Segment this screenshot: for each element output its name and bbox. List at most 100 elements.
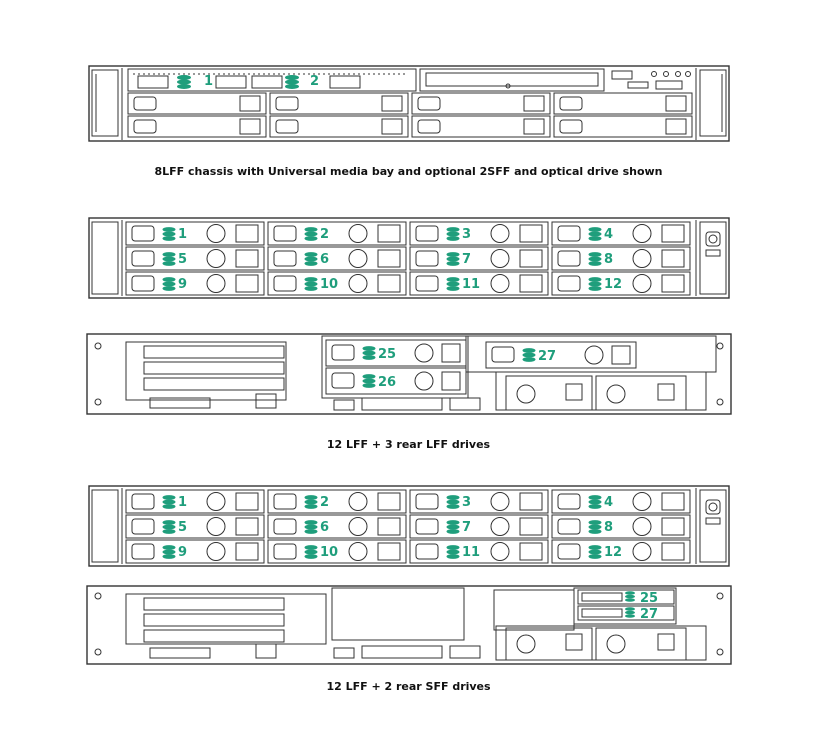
drive-bay[interactable] — [553, 115, 693, 138]
drive-stack-icon — [446, 252, 460, 266]
drive-stack-icon — [162, 227, 176, 241]
bay-label: 1 — [204, 74, 214, 89]
drive-stack-icon — [162, 495, 176, 509]
rear-drive-bay[interactable]: 26 — [325, 367, 467, 395]
bay-number: 3 — [462, 495, 471, 510]
drive-stack-icon — [588, 277, 602, 291]
drive-bay[interactable]: 2 — [267, 489, 407, 514]
drive-bay[interactable]: 6 — [267, 514, 407, 539]
power-button-icon[interactable] — [705, 499, 721, 515]
drive-bay[interactable]: 10 — [267, 539, 407, 564]
rear-drive-bay[interactable]: 27 — [577, 605, 675, 622]
drive-stack-icon — [285, 75, 299, 89]
drive-bay[interactable]: 5 — [125, 246, 265, 271]
drive-bay[interactable]: 4 — [551, 489, 691, 514]
bay-number: 4 — [604, 495, 613, 510]
drive-stack-icon — [588, 520, 602, 534]
drive-bay[interactable]: 9 — [125, 539, 265, 564]
bay-number: 11 — [462, 277, 480, 292]
drive-stack-icon — [304, 277, 318, 291]
drive-bay[interactable]: 3 — [409, 489, 549, 514]
power-button-icon[interactable] — [705, 231, 721, 247]
drive-bay[interactable]: 5 — [125, 514, 265, 539]
bay-number: 1 — [178, 495, 187, 510]
drive-stack-icon — [162, 545, 176, 559]
bay-number: 12 — [604, 545, 622, 560]
caption-rear-2sff: 12 LFF + 2 rear SFF drives — [326, 680, 491, 693]
bay-number: 5 — [178, 252, 187, 267]
drive-bay[interactable] — [411, 92, 551, 115]
drive-bay[interactable] — [269, 92, 409, 115]
bay-number: 4 — [604, 227, 613, 242]
chassis-rear-2sff — [86, 585, 732, 665]
rear-drive-bay[interactable]: 27 — [485, 341, 637, 369]
bay-number: 6 — [320, 252, 329, 267]
chassis-8lff-front — [88, 65, 730, 142]
caption-8lff: 8LFF chassis with Universal media bay an… — [154, 165, 663, 178]
drive-bay[interactable]: 11 — [409, 539, 549, 564]
drive-stack-icon — [446, 277, 460, 291]
bay-number: 10 — [320, 277, 338, 292]
drive-bay[interactable]: 3 — [409, 221, 549, 246]
drive-stack-icon — [588, 495, 602, 509]
bay-number: 8 — [604, 252, 613, 267]
drive-bay[interactable] — [127, 115, 267, 138]
bay-label: 2 — [310, 74, 320, 89]
drive-bay[interactable]: 8 — [551, 514, 691, 539]
drive-bay[interactable]: 11 — [409, 271, 549, 296]
drive-stack-icon — [304, 252, 318, 266]
drive-bay[interactable]: 8 — [551, 246, 691, 271]
drive-stack-icon — [446, 227, 460, 241]
drive-bay[interactable]: 12 — [551, 271, 691, 296]
drive-stack-icon — [177, 75, 191, 89]
bay-number: 26 — [378, 375, 396, 390]
rear-drive-bay[interactable]: 25 — [577, 589, 675, 606]
drive-stack-icon — [304, 495, 318, 509]
bay-number: 9 — [178, 545, 187, 560]
drive-stack-icon — [446, 545, 460, 559]
drive-stack-icon — [522, 348, 536, 362]
bay-number: 7 — [462, 520, 471, 535]
bay-number: 11 — [462, 545, 480, 560]
drive-bay[interactable]: 1 — [125, 221, 265, 246]
drive-bay[interactable]: 2 — [267, 221, 407, 246]
drive-bay[interactable]: 9 — [125, 271, 265, 296]
bay-number: 6 — [320, 520, 329, 535]
drive-stack-icon — [162, 520, 176, 534]
drive-stack-icon — [446, 495, 460, 509]
bay-number: 25 — [640, 591, 658, 606]
drive-stack-icon — [304, 520, 318, 534]
chassis-rear-3lff — [86, 333, 732, 415]
bay-number: 3 — [462, 227, 471, 242]
drive-bay[interactable] — [553, 92, 693, 115]
drive-bay[interactable]: 12 — [551, 539, 691, 564]
bay-number: 2 — [320, 495, 329, 510]
drive-stack-icon — [625, 607, 635, 618]
drive-stack-icon — [362, 346, 376, 360]
drive-bay[interactable]: 10 — [267, 271, 407, 296]
drive-bay[interactable]: 7 — [409, 246, 549, 271]
bay-number: 9 — [178, 277, 187, 292]
drive-stack-icon — [446, 520, 460, 534]
bay-number: 7 — [462, 252, 471, 267]
drive-stack-icon — [162, 277, 176, 291]
bay-number: 8 — [604, 520, 613, 535]
bay-number: 5 — [178, 520, 187, 535]
drive-stack-icon — [362, 374, 376, 388]
drive-bay[interactable] — [411, 115, 551, 138]
drive-bay[interactable]: 1 — [125, 489, 265, 514]
drive-bay[interactable]: 7 — [409, 514, 549, 539]
drive-bay[interactable] — [127, 92, 267, 115]
drive-stack-icon — [162, 252, 176, 266]
drive-bay[interactable]: 6 — [267, 246, 407, 271]
bay-number: 10 — [320, 545, 338, 560]
drive-bay[interactable] — [269, 115, 409, 138]
drive-stack-icon — [588, 252, 602, 266]
drive-bay[interactable]: 4 — [551, 221, 691, 246]
rear-drive-bay[interactable]: 25 — [325, 339, 467, 367]
bay-number: 2 — [320, 227, 329, 242]
